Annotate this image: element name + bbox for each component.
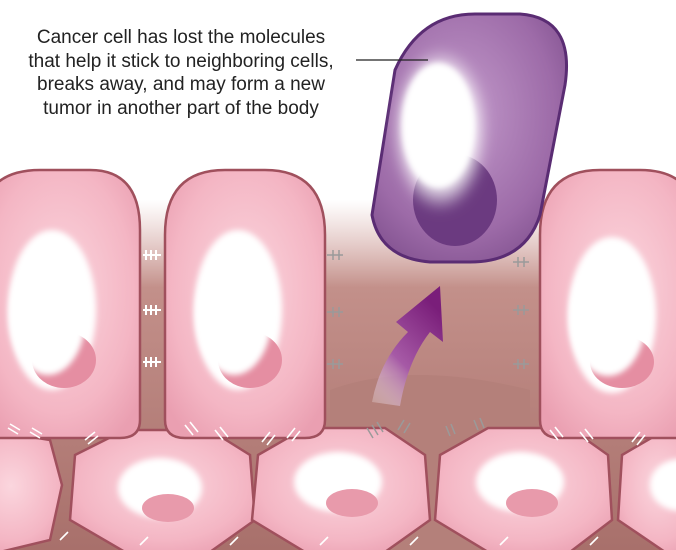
cell-nucleus-shadow bbox=[326, 489, 378, 517]
upper-cell-middle bbox=[165, 170, 325, 438]
lower-cell bbox=[70, 430, 255, 550]
upper-cell-left bbox=[0, 170, 140, 438]
cancer-cell bbox=[372, 14, 567, 262]
caption: Cancer cell has lost the molecules that … bbox=[0, 26, 362, 120]
lower-cell bbox=[252, 428, 430, 550]
cell-nucleus-shadow bbox=[142, 494, 194, 522]
lower-cell bbox=[0, 432, 62, 550]
lower-cell bbox=[435, 428, 612, 550]
caption-line: tumor in another part of the body bbox=[0, 97, 362, 121]
caption-line: that help it stick to neighboring cells, bbox=[0, 50, 362, 74]
cell-nucleus-shadow bbox=[506, 489, 558, 517]
caption-line: Cancer cell has lost the molecules bbox=[0, 26, 362, 50]
caption-line: breaks away, and may form a new bbox=[0, 73, 362, 97]
lower-cell-row bbox=[0, 428, 676, 550]
upper-cell-right bbox=[540, 170, 676, 438]
